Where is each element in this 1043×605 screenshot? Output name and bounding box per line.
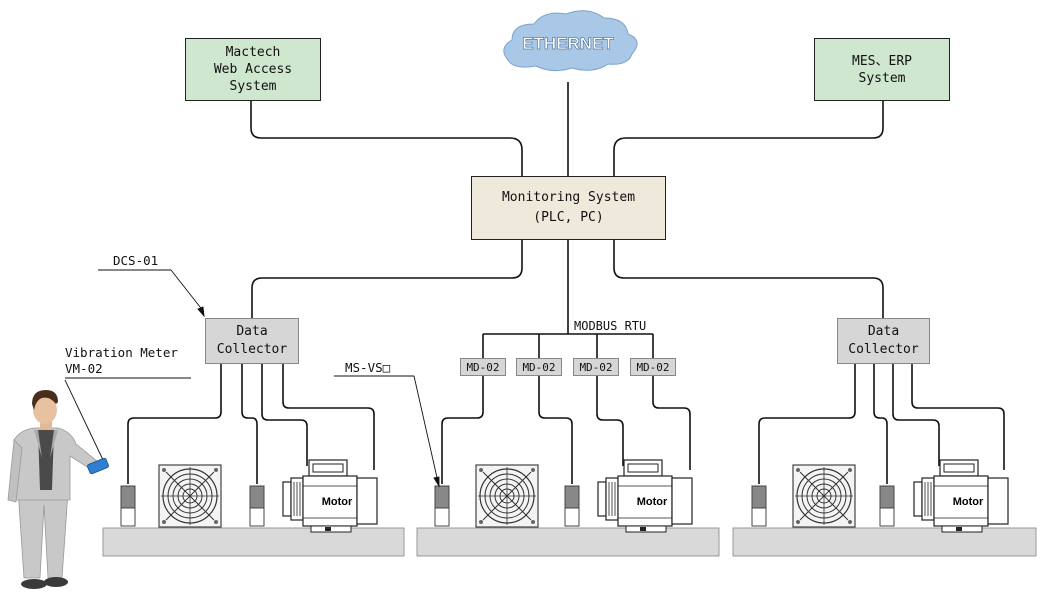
- monitoring-line-2: (PLC, PC): [533, 210, 604, 225]
- web-access-system-box: Mactech Web Access System: [185, 38, 321, 101]
- fan-icon: [475, 464, 539, 528]
- mes-line-1: MES、ERP: [852, 53, 912, 69]
- md-label: MD-02: [466, 360, 500, 374]
- web-access-line-1: Mactech: [225, 45, 281, 60]
- monitoring-system-box: Monitoring System (PLC, PC): [471, 176, 666, 240]
- md-label: MD-02: [636, 360, 670, 374]
- modbus-rtu-label: MODBUS RTU: [574, 319, 647, 333]
- collector-line-1: Data: [867, 324, 900, 339]
- sensor-callout-label: MS-VS□: [345, 360, 391, 375]
- motor-label: Motor: [637, 496, 668, 508]
- web-access-line-3: System: [229, 79, 277, 94]
- sensor-icon: [434, 485, 450, 527]
- sensor-icon: [249, 485, 265, 527]
- md-label: MD-02: [579, 360, 613, 374]
- motor-label: Motor: [953, 496, 984, 508]
- vibration-meter-label: Vibration Meter: [65, 345, 178, 360]
- network-lines: [250, 82, 884, 358]
- data-collector-right: Data Collector: [837, 318, 930, 364]
- collector-line-1: Data: [236, 324, 268, 339]
- motor-label: Motor: [322, 496, 353, 508]
- dcs-callout-label: DCS-01: [113, 253, 159, 268]
- machine-base-right: [732, 527, 1037, 557]
- ethernet-label: ETHERNET: [522, 34, 614, 53]
- mes-line-2: System: [858, 70, 906, 86]
- collector-line-2: Collector: [216, 342, 288, 357]
- md-module-3: MD-02: [573, 358, 619, 376]
- md-module-1: MD-02: [460, 358, 506, 376]
- md-module-2: MD-02: [516, 358, 562, 376]
- md-module-4: MD-02: [630, 358, 676, 376]
- vibration-meter-model: VM-02: [65, 361, 103, 376]
- monitoring-line-1: Monitoring System: [501, 190, 636, 205]
- web-access-line-2: Web Access: [213, 62, 293, 77]
- sensor-icon: [120, 485, 136, 527]
- fan-icon: [792, 464, 856, 528]
- ethernet-cloud: ETHERNET: [503, 10, 638, 72]
- data-collector-left: Data Collector: [205, 318, 299, 364]
- machine-base-middle: [416, 527, 720, 557]
- fan-icon: [158, 464, 222, 528]
- machine-base-left: [102, 527, 405, 557]
- mes-erp-system-box: MES、ERP System: [814, 38, 950, 101]
- station-cables: [127, 364, 1005, 484]
- callout-lines: [64, 269, 440, 488]
- sensor-icon: [879, 485, 895, 527]
- technician-figure: [7, 390, 109, 589]
- sensor-icon: [564, 485, 580, 527]
- md-label: MD-02: [522, 360, 556, 374]
- sensor-icon: [751, 485, 767, 527]
- collector-line-2: Collector: [848, 342, 919, 357]
